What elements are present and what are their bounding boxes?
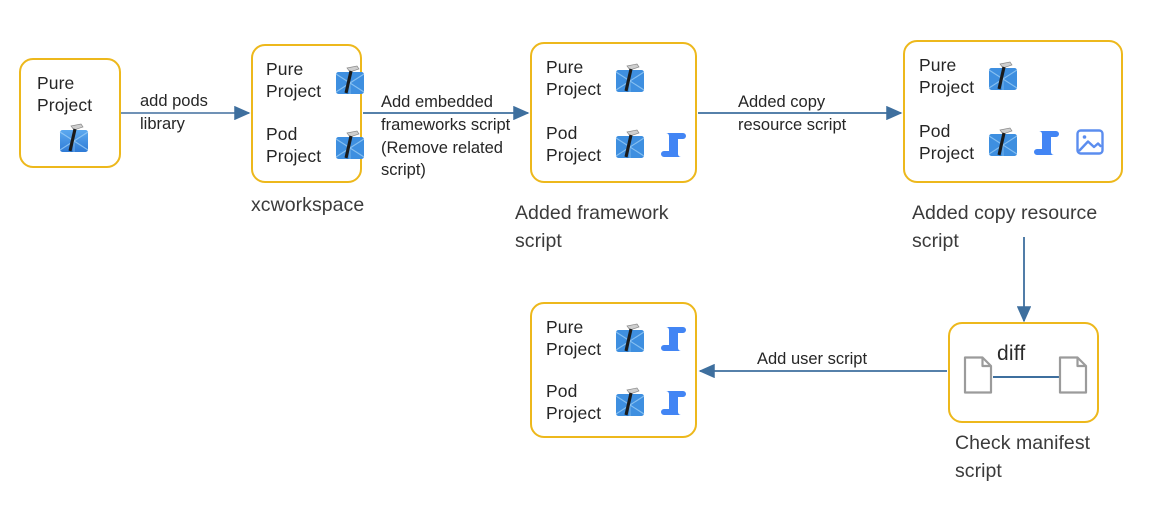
node-row: Pure Project — [919, 54, 1020, 99]
xcode-icon — [986, 125, 1020, 159]
xcode-icon — [57, 121, 91, 155]
node-row-label: Pod Project — [919, 121, 975, 164]
edge-label-add-embedded-frameworks-script: Add embedded frameworks script (Remove r… — [381, 93, 511, 180]
xcode-icon — [613, 385, 647, 419]
script-icon — [1029, 125, 1064, 160]
node-xcworkspace[interactable]: Pure Project Pod Project — [251, 44, 365, 183]
node-added-copy-resource-script[interactable]: Pure Project Pod Project — [903, 40, 1123, 183]
node-row-label: Pod Project — [546, 381, 602, 424]
node-add-user-script-result[interactable]: Pure Project Pod Project — [530, 302, 697, 438]
caption-added-framework-script: Added framework script — [515, 202, 669, 252]
node-row-label: Pure Project — [919, 55, 975, 98]
script-icon — [656, 321, 691, 356]
caption-added-copy-resource-script: Added copy resource script — [912, 202, 1098, 252]
xcode-icon — [986, 59, 1020, 93]
edge-label-added-copy-resource-script: Added copy resource script — [738, 93, 847, 134]
diff-label: diff — [997, 342, 1026, 365]
caption-check-manifest-script: Check manifest script — [955, 432, 1091, 482]
node-row: Pure Project — [546, 56, 647, 101]
image-icon — [1073, 125, 1107, 159]
node-pure-project[interactable]: Pure Project — [19, 58, 121, 168]
document-icon — [963, 356, 993, 394]
node-row: Pure Project — [266, 58, 367, 103]
document-icon — [1058, 356, 1088, 394]
node-row-label: Pod Project — [546, 123, 602, 166]
node-check-manifest-script[interactable]: diff — [948, 322, 1099, 423]
xcode-icon — [613, 61, 647, 95]
node-row: Pod Project — [266, 123, 367, 168]
node-row: Pod Project — [546, 122, 691, 167]
node-row-label: Pure Project — [37, 73, 93, 116]
node-added-framework-script[interactable]: Pure Project Pod Project — [530, 42, 697, 183]
script-icon — [656, 385, 691, 420]
edge-label-add-user-script: Add user script — [757, 350, 868, 368]
node-row: Pure Project — [546, 316, 691, 361]
node-row-label: Pure Project — [546, 317, 602, 360]
xcode-icon — [613, 321, 647, 355]
node-row-label: Pod Project — [266, 124, 322, 167]
xcode-icon — [333, 63, 367, 97]
diff-connector — [993, 376, 1059, 378]
script-icon — [656, 127, 691, 162]
xcode-icon — [613, 127, 647, 161]
edge-label-add-pods-library: add pods library — [140, 92, 208, 133]
node-row: Pod Project — [546, 380, 691, 425]
node-row-label: Pure Project — [546, 57, 602, 100]
node-row-label: Pure Project — [266, 59, 322, 102]
node-row: Pod Project — [919, 120, 1107, 165]
caption-xcworkspace: xcworkspace — [251, 194, 365, 216]
xcode-icon — [333, 128, 367, 162]
node-row: Pure Project — [37, 72, 95, 155]
